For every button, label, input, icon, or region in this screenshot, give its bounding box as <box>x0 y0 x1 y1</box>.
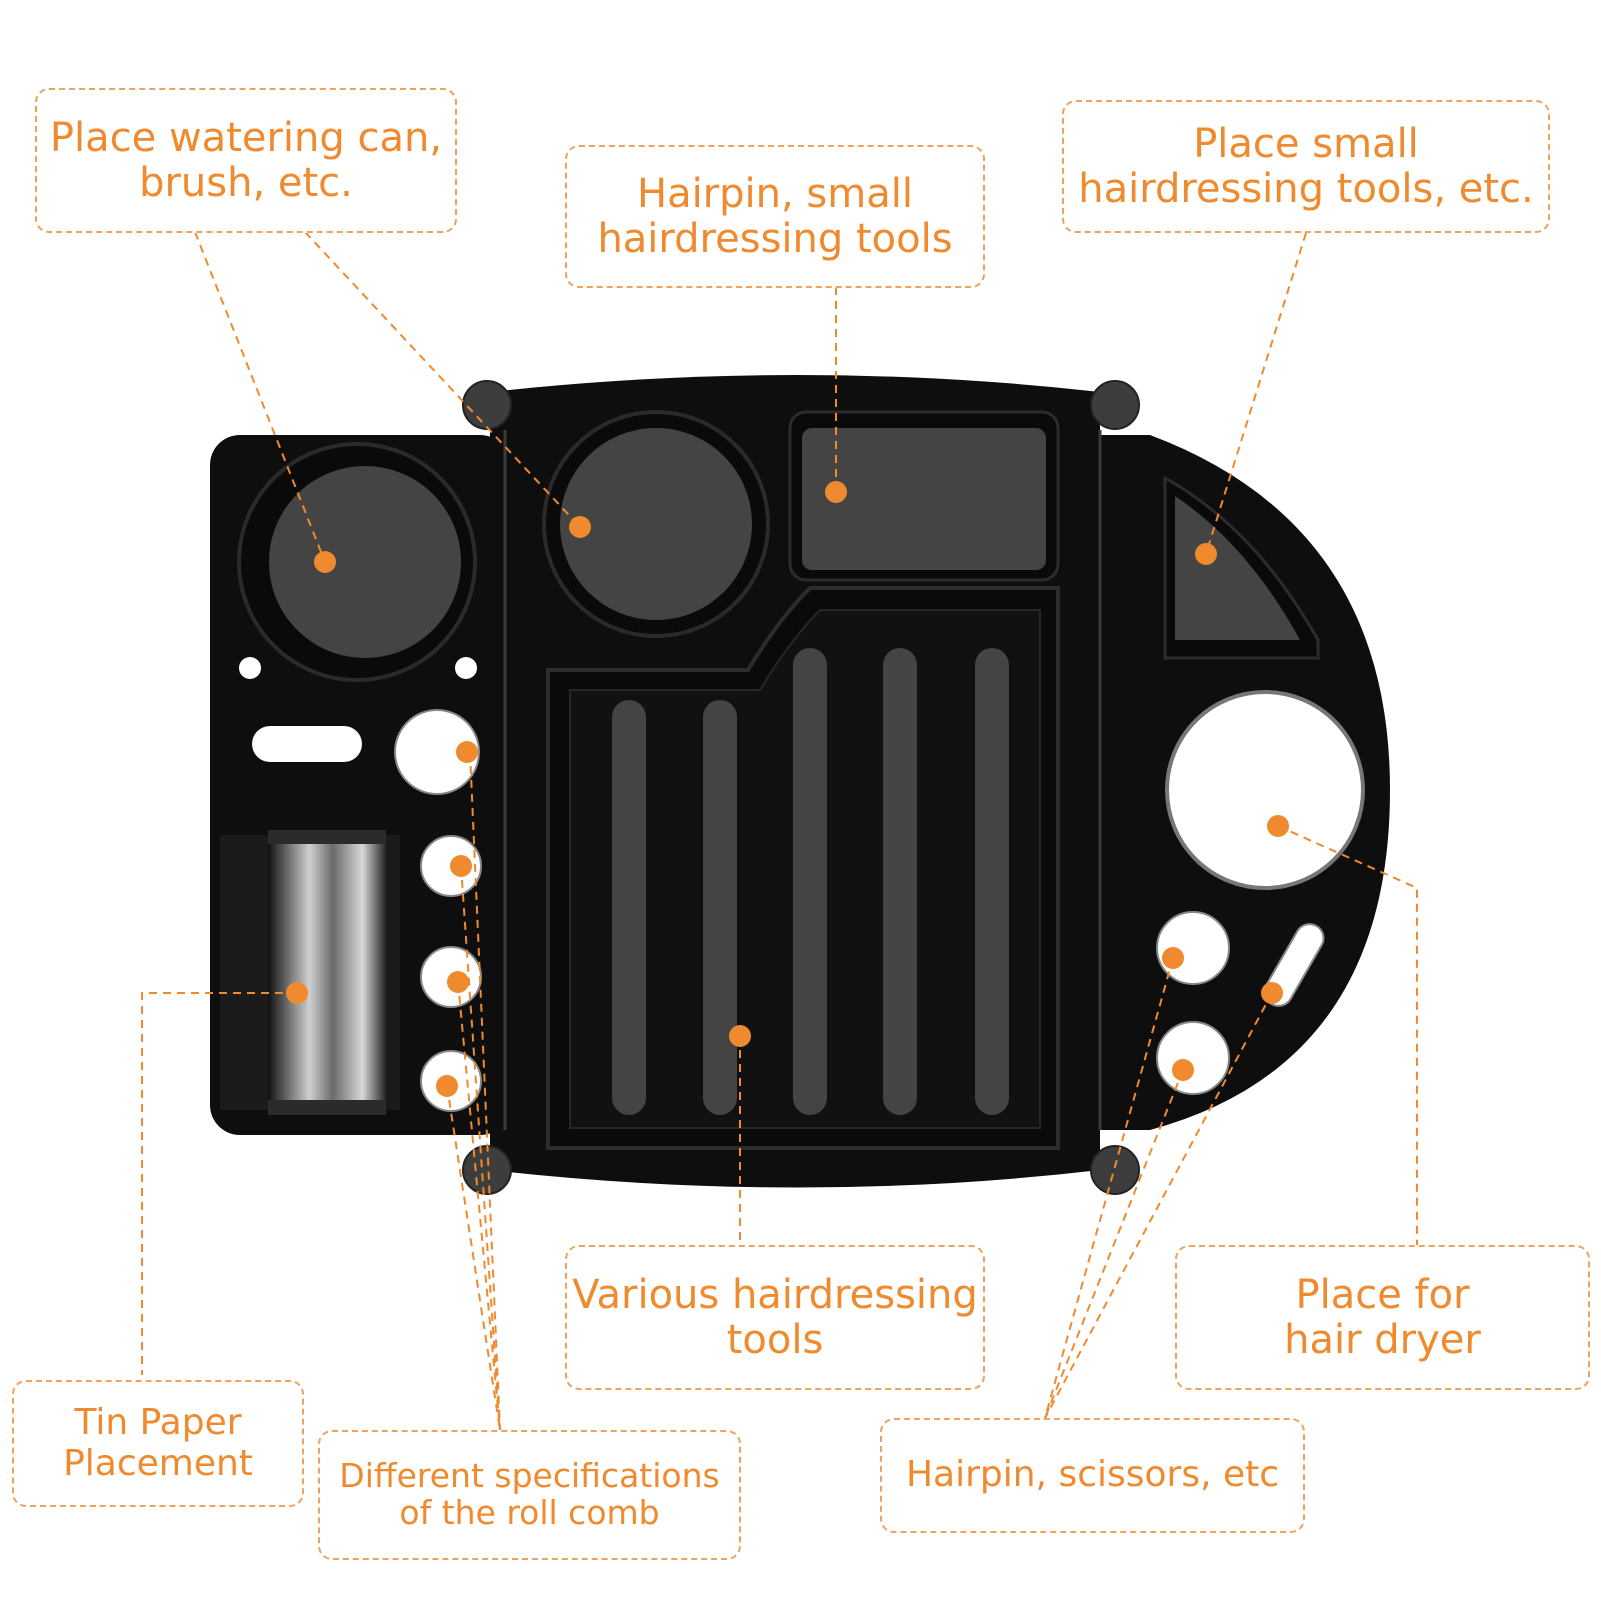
cup-holder-middle <box>542 410 770 638</box>
callout-various-tools-text: Various hairdressing tools <box>572 1271 978 1363</box>
callout-roll-comb: Different specifications of the roll com… <box>318 1430 741 1560</box>
callout-hairpin-scissors: Hairpin, scissors, etc <box>880 1418 1305 1533</box>
callout-hairpin-scissors-text: Hairpin, scissors, etc <box>905 1454 1280 1496</box>
callout-small-hairdressing-tools: Place small hairdressing tools, etc. <box>1062 100 1550 233</box>
top-right-tray-middle <box>788 410 1060 582</box>
callout-hairpin-small-tools: Hairpin, small hairdressing tools <box>565 145 985 288</box>
callout-hair-dryer-text: Place for hair dryer <box>1284 1271 1481 1363</box>
callout-small-hairdressing-tools-text: Place small hairdressing tools, etc. <box>1078 120 1534 212</box>
callout-tin-paper-text: Tin Paper Placement <box>63 1402 253 1484</box>
marker-dots <box>286 481 1289 1097</box>
callout-hairpin-small-tools-text: Hairpin, small hairdressing tools <box>597 170 953 262</box>
callout-hair-dryer: Place for hair dryer <box>1175 1245 1590 1390</box>
hair-dryer-hole <box>1165 690 1365 890</box>
callout-watering-can: Place watering can, brush, etc. <box>35 88 457 233</box>
callout-watering-can-text: Place watering can, brush, etc. <box>49 114 443 206</box>
callout-roll-comb-text: Different specifications of the roll com… <box>339 1456 720 1532</box>
small-holes-left <box>239 657 477 762</box>
large-tool-tray <box>546 586 1060 1150</box>
tin-paper-roll <box>220 830 400 1115</box>
leader-lines <box>141 231 1418 1431</box>
callout-tin-paper: Tin Paper Placement <box>12 1380 304 1507</box>
cup-holder-left <box>237 442 477 682</box>
wedge-compartment <box>1163 475 1320 660</box>
corner-knobs <box>462 380 1140 1195</box>
callout-various-tools: Various hairdressing tools <box>565 1245 985 1390</box>
